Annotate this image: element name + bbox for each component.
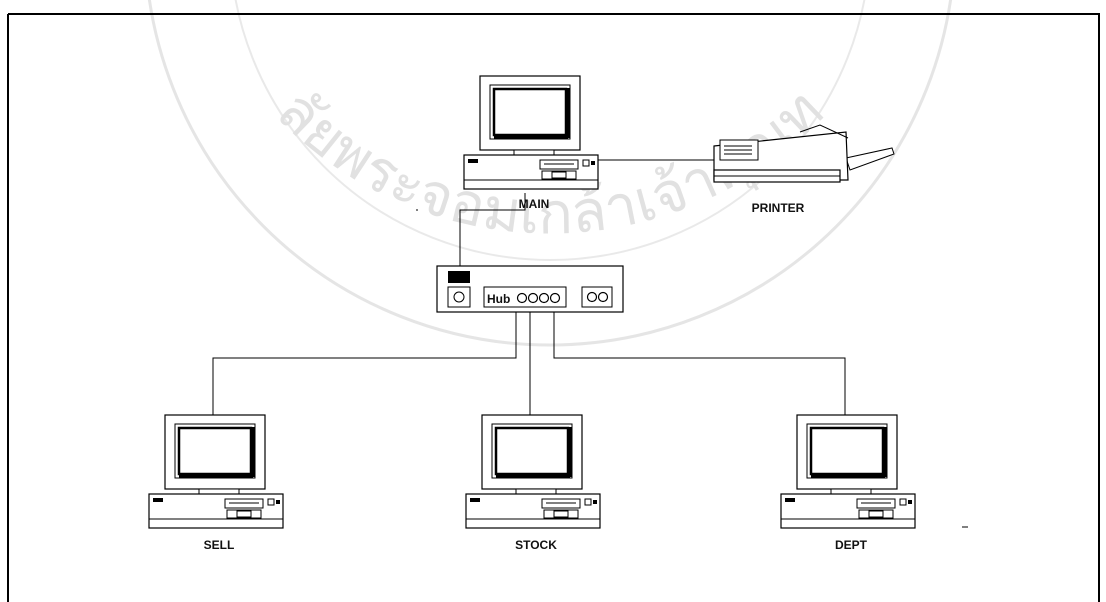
printer-icon xyxy=(713,124,895,183)
stock-label: STOCK xyxy=(515,538,557,552)
dept-computer-icon xyxy=(779,413,917,530)
printer-label: PRINTER xyxy=(752,201,805,215)
scan-marks xyxy=(416,209,968,528)
dept-label: DEPT xyxy=(835,538,868,552)
stock-computer-icon xyxy=(464,413,602,530)
hub-label: Hub xyxy=(487,292,510,306)
link-hub-sell xyxy=(212,312,517,415)
hub-icon xyxy=(436,265,624,313)
link-main-hub xyxy=(459,193,526,266)
page-frame xyxy=(7,13,1100,602)
main-label: MAIN xyxy=(519,197,550,211)
network-links xyxy=(212,159,846,415)
sell-computer-icon xyxy=(147,413,285,530)
main-computer-icon xyxy=(462,74,600,191)
sell-label: SELL xyxy=(204,538,235,552)
link-hub-dept xyxy=(553,312,846,415)
